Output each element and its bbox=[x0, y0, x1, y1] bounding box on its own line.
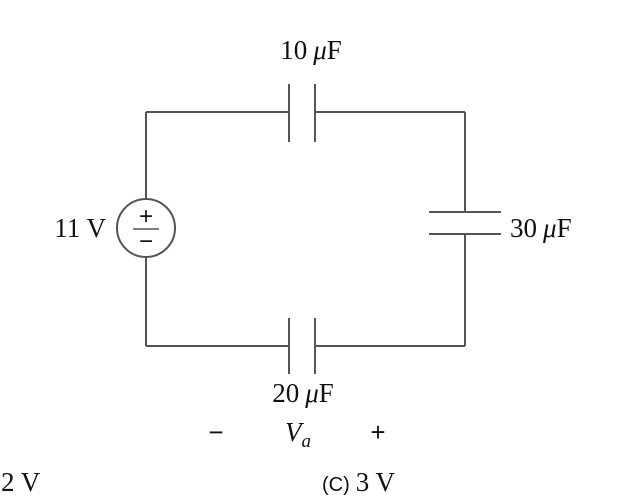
capacitor-top-value: 10 bbox=[280, 35, 307, 65]
voltage-source-plus: + bbox=[139, 203, 153, 230]
voltage-source: + − bbox=[116, 198, 176, 258]
measurement-minus: − bbox=[208, 417, 223, 447]
option-b: 2 V bbox=[1, 467, 41, 496]
capacitor-bottom-prefix: μ bbox=[304, 378, 319, 408]
option-c-value: 3 V bbox=[356, 467, 396, 496]
option-c-letter: (C) bbox=[322, 474, 350, 496]
capacitor-top-prefix: μ bbox=[312, 35, 327, 65]
option-c: (C) 3 V bbox=[322, 467, 396, 496]
capacitor-right bbox=[429, 211, 501, 235]
capacitor-top bbox=[288, 84, 316, 142]
capacitor-right-prefix: μ bbox=[542, 213, 557, 243]
source-voltage-label: 11 V bbox=[54, 213, 106, 243]
capacitor-bottom-unit: F bbox=[319, 378, 334, 408]
measurement-plus: + bbox=[370, 417, 385, 447]
voltage-source-minus: − bbox=[139, 228, 153, 255]
circuit-wires bbox=[145, 111, 466, 347]
measurement-label: Va bbox=[285, 417, 311, 452]
capacitor-right-unit: F bbox=[557, 213, 572, 243]
capacitor-right-value: 30 bbox=[510, 213, 537, 243]
measurement-symbol: V bbox=[285, 417, 305, 447]
voltage-source-circle bbox=[116, 198, 176, 258]
option-b-value: 2 V bbox=[1, 467, 41, 496]
capacitor-bottom-value: 20 bbox=[272, 378, 299, 408]
capacitor-top-unit: F bbox=[327, 35, 342, 65]
measurement-subscript: a bbox=[302, 431, 312, 452]
capacitor-bottom bbox=[288, 318, 316, 374]
